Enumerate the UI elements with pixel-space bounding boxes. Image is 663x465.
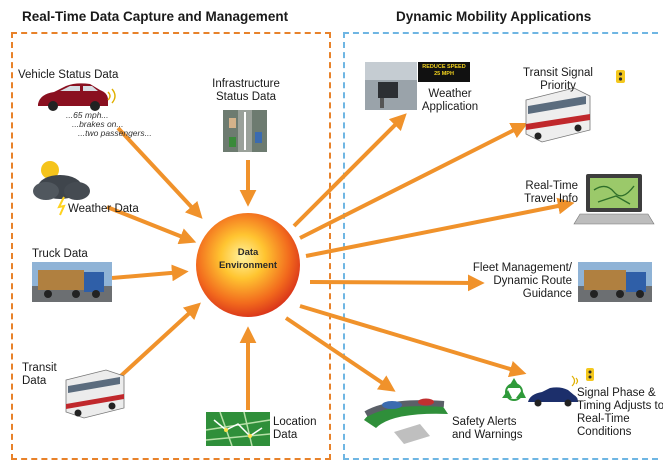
safety-alerts-label: Safety Alerts and Warnings [452,416,523,442]
fleet-line3: Guidance [522,288,572,300]
arrow-weather-in [106,205,197,245]
truck-data-label: Truck Data [32,248,88,260]
transit-line2: Data [22,375,47,387]
transit-signal-priority-label: Transit Signal Priority [508,67,608,93]
arrow-truck-in [111,264,189,282]
truck-photo-icon [32,262,112,302]
vehicle-note-passengers: ...two passengers... [78,128,152,138]
data-environment-line2: Environment [218,260,278,271]
fleet-management-label: Fleet Management/ Dynamic Route Guidance [452,262,572,301]
recycle-icon [502,378,526,401]
signal-phase-line2: Timing Adjusts to [577,400,663,412]
safety-line1: Safety Alerts [452,416,517,428]
applications-section-title: Dynamic Mobility Applications [396,9,592,24]
vehicle-note-speed: ...65 mph... [66,110,109,120]
fleet-line2: Dynamic Route [493,275,572,287]
real-time-travel-info-label: Real-Time Travel Info [490,180,578,206]
signal-phase-timing-label: Signal Phase & Timing Adjusts to Real-Ti… [577,387,663,439]
road-camera-icon [223,110,267,152]
safety-line2: and Warnings [452,429,523,441]
highway-safety-icon [364,398,448,444]
weather-app-line2: Application [421,101,479,113]
arrow-weather-app-out [292,113,407,228]
arrow-signal-priority-out [299,122,528,240]
data-environment-sun [196,213,300,317]
capture-section-border [11,32,331,460]
weather-data-label: Weather Data [68,203,139,215]
fleet-truck-photo-icon [578,262,652,302]
signal-priority-line1: Transit Signal [523,67,593,79]
travel-info-line2: Travel Info [524,193,578,205]
signal-phase-line4: Conditions [577,426,632,438]
map-grid-icon [205,411,271,447]
arrow-vehicle-in [116,126,203,219]
infrastructure-status-label: Infrastructure Status Data [196,78,296,104]
weather-application-label: Weather Application [412,88,488,114]
fleet-line1: Fleet Management/ [472,262,572,274]
infrastructure-line1: Infrastructure [212,78,280,90]
signal-phase-line1: Signal Phase & [577,387,656,399]
arrow-travel-info-out [305,197,575,258]
signal-priority-line2: Priority [540,80,576,92]
location-line1: Location [273,416,317,428]
transit-line1: Transit [22,362,57,374]
vehicle-note-brakes: ...brakes on... [72,119,124,129]
reduce-speed-sign-icon [418,62,470,82]
transit-data-label: Transit Data [22,362,57,388]
weather-road-photo-icon [365,62,417,110]
arrow-signal-phase-out [299,304,527,378]
transit-bus-signal-icon [525,70,625,143]
reduce-speed-line1: REDUCE SPEED [422,64,466,70]
weather-app-line1: Weather [428,88,472,100]
data-environment-label: Data Environment [205,246,291,272]
arrow-transit-in [110,302,201,386]
reduce-speed-line2: 25 MPH [434,71,454,77]
arrow-fleet-out [309,274,485,292]
location-data-label: Location Data [273,416,316,442]
arrow-safety-out [284,316,396,392]
storm-cloud-icon [33,161,90,216]
data-environment-line1: Data [237,247,259,258]
capture-section-title: Real-Time Data Capture and Management [22,9,289,24]
reduce-speed-sign-text: REDUCE SPEED 25 MPH [418,64,470,78]
blue-car-icon [528,387,578,407]
vehicle-status-label: Vehicle Status Data [18,69,119,81]
traffic-signal-icon [571,368,594,387]
applications-section-border [343,32,658,460]
red-car-icon [38,83,116,111]
transit-bus-icon [65,369,125,419]
location-line2: Data [273,429,298,441]
signal-phase-line3: Real-Time [577,413,630,425]
laptop-map-icon [573,174,655,225]
infrastructure-line2: Status Data [215,91,277,103]
travel-info-line1: Real-Time [525,180,578,192]
